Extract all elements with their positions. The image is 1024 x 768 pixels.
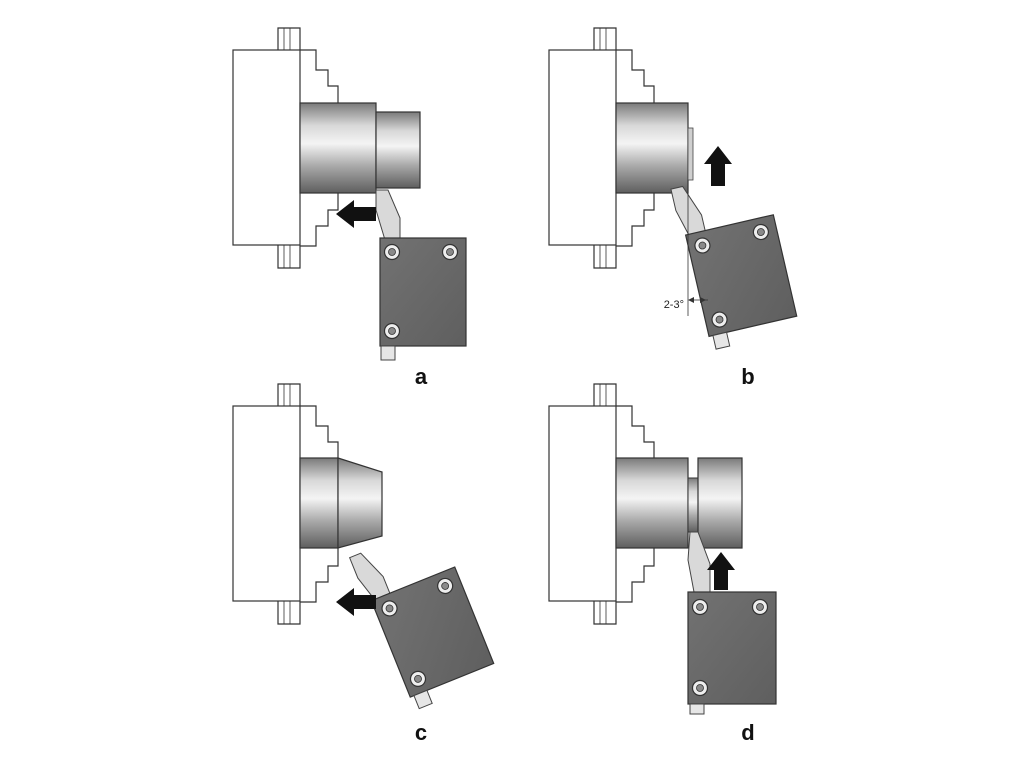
angle-label: 2-3° (664, 299, 684, 311)
workpiece (299, 102, 421, 194)
panel-a: a (232, 27, 467, 389)
lathe-chuck (548, 27, 655, 269)
angle-dimension: 2-3° (664, 190, 708, 316)
bolt-icon (691, 598, 709, 616)
bolt-icon (441, 243, 459, 261)
bolt-icon (751, 598, 769, 616)
up-arrow-icon (707, 552, 735, 590)
bolt-icon (752, 223, 769, 241)
panel-c: c (232, 383, 495, 745)
panel-label-b: b (741, 364, 754, 389)
panel-label-a: a (415, 364, 428, 389)
cutting-tool (375, 189, 467, 361)
bolt-icon (383, 322, 401, 340)
bolt-icon (383, 243, 401, 261)
panel-b: 2-3° b (548, 27, 798, 389)
bolt-icon (694, 237, 711, 254)
workpiece (615, 102, 694, 194)
workpiece (299, 457, 383, 549)
panel-label-d: d (741, 720, 754, 745)
cutting-tool (687, 531, 777, 715)
workpiece (615, 457, 743, 549)
cutting-tool (348, 552, 495, 710)
up-arrow-icon (704, 146, 732, 186)
panel-d: d (548, 383, 777, 745)
left-arrow-icon (336, 200, 376, 228)
bolt-icon (711, 311, 728, 328)
bolt-icon (381, 600, 398, 617)
bolt-icon (691, 679, 709, 697)
bolt-icon (409, 670, 427, 687)
bolt-icon (437, 577, 454, 595)
panel-label-c: c (415, 720, 427, 745)
left-arrow-icon (336, 588, 376, 616)
cutting-tool (670, 185, 798, 350)
